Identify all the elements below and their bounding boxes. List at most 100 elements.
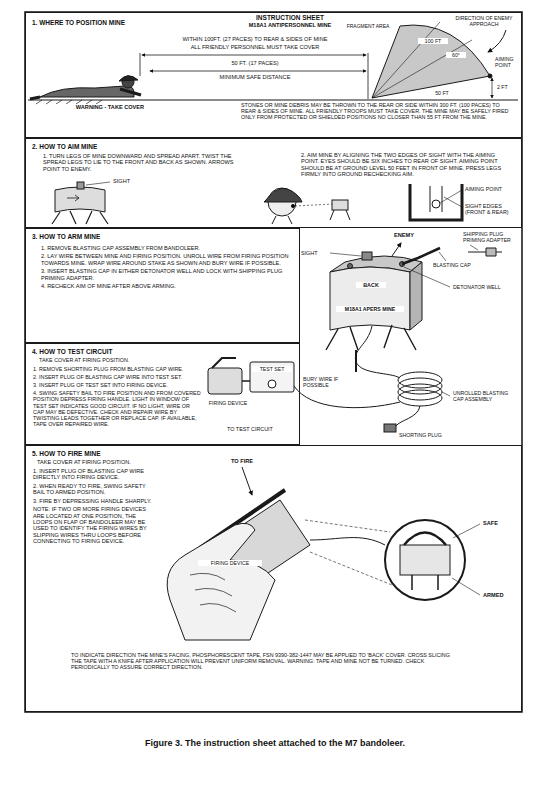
instruction-text: 2. LAY WIRE BETWEEN MINE AND FIRING POSI… (40, 253, 290, 266)
instruction-text: TAKE COVER AT FIRING POSITION. (36, 459, 156, 465)
aim-figure-part (430, 186, 442, 212)
aim-figure-part (77, 182, 84, 189)
aim-figure-part (444, 197, 462, 207)
aim-figure-part (86, 182, 110, 185)
position-figure-part (120, 89, 141, 95)
callout-label: UNROLLED BLASTING CAP ASSEMBLY (452, 390, 518, 402)
panel-heading: 3. HOW TO ARM MINE (31, 233, 231, 240)
instruction-panel: 2. HOW TO AIM MINE 1. TURN LEGS OF MINE D… (25, 138, 522, 228)
callout-label: M18A1 ANTIPERSONNEL MINE (225, 22, 355, 28)
arm-figure-part (442, 392, 450, 396)
callout-label: WARNING - TAKE COVER (50, 104, 170, 110)
test-figure (208, 358, 294, 394)
callout-label: SHORTING PLUG (398, 432, 470, 438)
arm-figure-part (470, 245, 478, 250)
callout-label: TEST SET (252, 366, 292, 372)
fire-figure-part (190, 573, 236, 612)
fire-figure-part (385, 520, 465, 600)
position-figure-part (372, 40, 472, 98)
test-figure-part (208, 368, 242, 394)
position-figure-part (142, 55, 366, 56)
callout-label: 2 FT (496, 84, 518, 90)
fire-figure-part (242, 467, 252, 495)
instruction-text: 2. WHEN READY TO FIRE, SWING SAFETY BAIL… (32, 483, 154, 496)
callout-label: 100 FT (418, 38, 448, 44)
arm-figure-part (356, 362, 400, 378)
callout-label: 50 FT. (17 PACES) (180, 60, 330, 66)
test-figure-part (268, 380, 276, 388)
aim-figure (52, 182, 462, 224)
fire-figure-part (167, 523, 275, 640)
position-figure-part (372, 22, 440, 98)
callout-label: WITHIN 100FT. (27 PACES) TO REAR & SIDES… (140, 36, 370, 42)
position-figure-part (492, 78, 493, 98)
callout-label: AIMING POINT (494, 56, 520, 68)
arm-figure-part (355, 350, 357, 372)
aim-figure-part (67, 195, 79, 201)
sheet-title: INSTRUCTION SHEET (225, 14, 355, 21)
instruction-text: 3. INSERT BLASTING CAP IN EITHER DETONAT… (40, 268, 290, 281)
instruction-text: 4. RECHECK AIM OF MINE AFTER ABOVE ARMIN… (40, 283, 290, 289)
callout-label: DETONATOR WELL (452, 284, 518, 290)
aim-figure-part (432, 200, 440, 208)
aim-figure-part (291, 204, 294, 207)
aim-figure-part (55, 187, 105, 212)
instruction-text: 1. TURN LEGS OF MINE DOWNWARD AND SPREAD… (42, 153, 242, 172)
panel-heading: 2. HOW TO AIM MINE (31, 143, 171, 150)
fire-figure-part (310, 538, 385, 545)
callout-label: SAFE (482, 520, 514, 526)
aim-figure-part (332, 200, 348, 210)
callout-label: FIRING DEVICE (203, 400, 253, 406)
test-figure-part (212, 358, 236, 368)
position-figure (28, 22, 518, 104)
test-figure-part (242, 380, 250, 382)
panel-heading: 4. HOW TO TEST CIRCUIT (31, 348, 196, 355)
position-figure-part (119, 76, 138, 81)
arm-figure-part (404, 267, 450, 287)
fire-figure-part (412, 575, 438, 590)
position-figure-part (488, 74, 492, 78)
aim-figure-part (264, 188, 302, 202)
arm-figure-part (330, 267, 410, 330)
aim-figure-part (410, 184, 462, 220)
callout-label: DIRECTION OF ENEMY APPROACH (450, 15, 518, 27)
instruction-text: 4. SWING SAFETY BAIL TO FIRE POSITION AN… (32, 390, 202, 427)
panel-heading: 5. HOW TO FIRE MINE (31, 450, 171, 457)
arm-figure-part (294, 386, 400, 408)
instruction-panel: 5. HOW TO FIRE MINE TAKE COVER AT FIRING … (25, 445, 522, 712)
arm-figure-part (468, 248, 502, 256)
arm-figure-part (439, 252, 446, 261)
instruction-text: 3. FIRE BY DEPRESSING HANDLE SHARPLY. (32, 498, 154, 504)
callout-label: STONES OR MINE DEBRIS MAY BE THROWN TO T… (240, 102, 515, 121)
position-figure-part (40, 86, 134, 97)
instruction-text: 2. INSERT PLUG OF BLASTING CAP WIRE INTO… (32, 374, 202, 380)
fire-figure-part (400, 545, 450, 575)
arm-figure (294, 243, 502, 432)
arm-figure-part (362, 252, 372, 260)
callout-label: SIGHT EDGES (FRONT & REAR) (464, 203, 519, 215)
instruction-text: 2. AIM MINE BY ALIGNING THE TWO EDGES OF… (300, 152, 512, 178)
callout-label: FIRING DEVICE (198, 560, 262, 566)
arm-figure-part (392, 243, 401, 256)
callout-label: ARMED (482, 592, 516, 598)
callout-label: SHIPPING PLUG PRIMING ADAPTER (462, 231, 520, 243)
arm-figure-part (384, 424, 396, 432)
fire-figure-part (453, 524, 480, 538)
test-figure-part (250, 362, 294, 392)
callout-label: FRAGMENT AREA (344, 24, 392, 30)
position-figure-part (488, 30, 506, 52)
instruction-text: 1. INSERT PLUG OF BLASTING CAP WIRE DIRE… (32, 468, 154, 481)
aim-figure-part (272, 216, 292, 224)
instruction-text: TAKE COVER AT FIRING POSITION. (38, 357, 202, 363)
instruction-text: 1. REMOVE SHORTING PLUG FROM BLASTING CA… (32, 366, 202, 372)
instruction-panel: 3. HOW TO ARM MINE1. REMOVE BLASTING CAP… (25, 228, 300, 343)
instruction-text: 3. INSERT PLUG OF TEST SET INTO FIRING D… (32, 382, 202, 388)
fire-figure (167, 467, 480, 640)
fire-figure-part (404, 533, 446, 546)
arm-figure-part (398, 390, 442, 406)
callout-label: SIGHT (112, 178, 142, 184)
position-figure-part (150, 71, 366, 72)
position-figure-part (140, 53, 141, 76)
position-figure-part (368, 53, 369, 99)
